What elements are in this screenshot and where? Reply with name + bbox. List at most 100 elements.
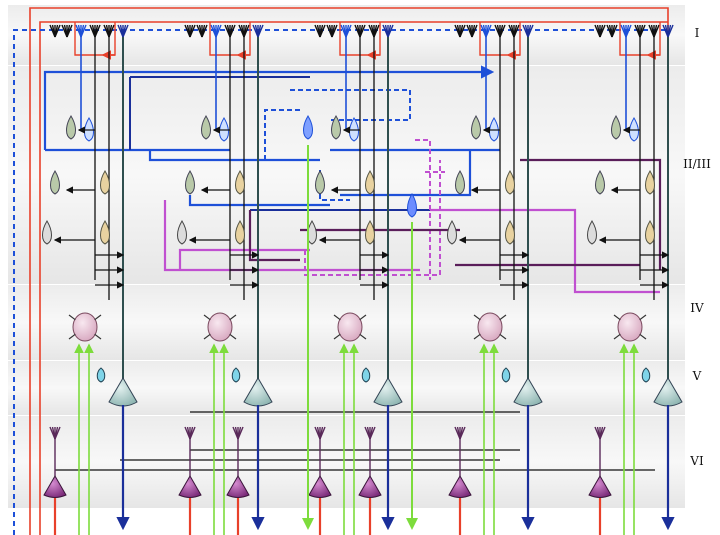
- l5-basket-cell: [96, 367, 106, 383]
- l23-blue-network-upper: [43, 65, 495, 150]
- dendrite-tuft: [122, 24, 129, 38]
- l23-tan-cell: [100, 220, 110, 245]
- l4-spiny-stellate-cell: [477, 312, 503, 342]
- dendrite-tuft: [66, 24, 73, 38]
- dendrite-tuft: [599, 426, 606, 440]
- l5-basket-cell: [501, 367, 511, 383]
- cortical-column: [42, 22, 138, 535]
- l4-spiny-stellate-cell: [207, 312, 233, 342]
- dendrite-tuft: [471, 24, 478, 38]
- dendrite-tuft: [611, 24, 618, 38]
- l23-olive-cell: [455, 170, 465, 195]
- dendrite-tuft: [319, 426, 326, 440]
- dendrite-tuft: [94, 24, 101, 38]
- l6-extra-column: [358, 426, 382, 535]
- l23-grey-cell: [42, 220, 52, 245]
- l23-olive-cell: [50, 170, 60, 195]
- l23-magenta-network: [163, 200, 660, 294]
- layer-label-V: V: [692, 369, 702, 383]
- dendrite-tuft: [108, 24, 115, 38]
- l23-olive-cell: [331, 115, 341, 140]
- dendrite-tuft: [499, 24, 506, 38]
- l5-basket-cell: [231, 367, 241, 383]
- l23-blue-network-mid: [45, 148, 500, 162]
- stellate-dendrite: [359, 314, 367, 321]
- dendrite-tuft: [359, 24, 366, 38]
- layer-I-red-frame: [29, 7, 669, 535]
- layer-label-VI: VI: [689, 454, 704, 468]
- dendrite-tuft: [485, 24, 492, 38]
- l4-spiny-stellate-cell: [72, 312, 98, 342]
- stellate-dendrite: [499, 314, 507, 321]
- l23-olive-cell: [471, 115, 481, 140]
- layer-band-VI: [8, 416, 685, 508]
- stellate-dendrite: [203, 314, 211, 321]
- dendrite-tuft: [625, 24, 632, 38]
- cortical-column: [307, 22, 403, 535]
- dendrite-tuft: [201, 24, 208, 38]
- l23-purple-connection: [248, 158, 662, 270]
- dendrite-tuft: [243, 24, 250, 38]
- l5-basket-cell: [641, 367, 651, 383]
- l23-olive-cell: [185, 170, 195, 195]
- l23-tan-cell: [235, 170, 245, 195]
- l23-central-blue-cell: [303, 115, 313, 140]
- l23-tan-cell: [645, 220, 655, 245]
- dendrite-tuft: [513, 24, 520, 38]
- stellate-dendrite: [473, 314, 481, 321]
- l23-grey-cell: [177, 220, 187, 245]
- stellate-dendrite: [359, 333, 367, 340]
- stellate-dendrite: [639, 314, 647, 321]
- dendrite-tuft: [319, 24, 326, 38]
- cortical-column: [177, 22, 273, 535]
- dendrite-tuft: [331, 24, 338, 38]
- stellate-dendrite: [333, 333, 341, 340]
- l23-tan-cell: [100, 170, 110, 195]
- dendrite-tuft: [345, 24, 352, 38]
- l6-pyramidal-cell: [308, 475, 332, 498]
- l23-grey-cell: [587, 220, 597, 245]
- layer-label-IV: IV: [690, 301, 704, 315]
- l6-pyramidal-cell: [588, 475, 612, 498]
- dendrite-tuft: [639, 24, 646, 38]
- layer-bands: [8, 5, 685, 508]
- l23-tan-cell: [365, 220, 375, 245]
- stellate-dendrite: [639, 333, 647, 340]
- l6-pyramidal-cell: [358, 475, 382, 498]
- stellate-dendrite: [203, 333, 211, 340]
- dendrite-tuft: [459, 426, 466, 440]
- stellate-dendrite: [94, 333, 102, 340]
- stellate-dendrite: [613, 333, 621, 340]
- l23-tan-cell: [505, 220, 515, 245]
- l23-tan-cell: [365, 170, 375, 195]
- cortical-column: [447, 22, 543, 535]
- l23-tan-cell: [645, 170, 655, 195]
- stellate-dendrite: [473, 333, 481, 340]
- dendrite-tuft: [667, 24, 674, 38]
- l23-central-cells: [302, 115, 418, 530]
- l23-dark-blue-connection: [129, 76, 460, 211]
- l23-tan-cell: [505, 170, 515, 195]
- l6-extra-column: [226, 426, 250, 535]
- l23-olive-cell: [201, 115, 211, 140]
- stellate-dendrite: [229, 314, 237, 321]
- stellate-dendrite: [613, 314, 621, 321]
- l23-olive-cell: [595, 170, 605, 195]
- l23-olive-cell: [315, 170, 325, 195]
- dendrite-tuft: [237, 426, 244, 440]
- stellate-dendrite: [68, 314, 76, 321]
- dendrite-tuft: [189, 426, 196, 440]
- dendrite-tuft: [459, 24, 466, 38]
- dendrite-tuft: [257, 24, 264, 38]
- layer-labels: I II/III IV V VI: [683, 26, 711, 468]
- l23-olive-cell: [66, 115, 76, 140]
- dendrite-tuft: [387, 24, 394, 38]
- dendrite-tuft: [189, 24, 196, 38]
- l4-spiny-stellate-cell: [337, 312, 363, 342]
- l23-grey-cell: [447, 220, 457, 245]
- l6-pyramidal-cell: [178, 475, 202, 498]
- l4-spiny-stellate-cell: [617, 312, 643, 342]
- stellate-dendrite: [229, 333, 237, 340]
- dendrite-tuft: [527, 24, 534, 38]
- l23-olive-cell: [611, 115, 621, 140]
